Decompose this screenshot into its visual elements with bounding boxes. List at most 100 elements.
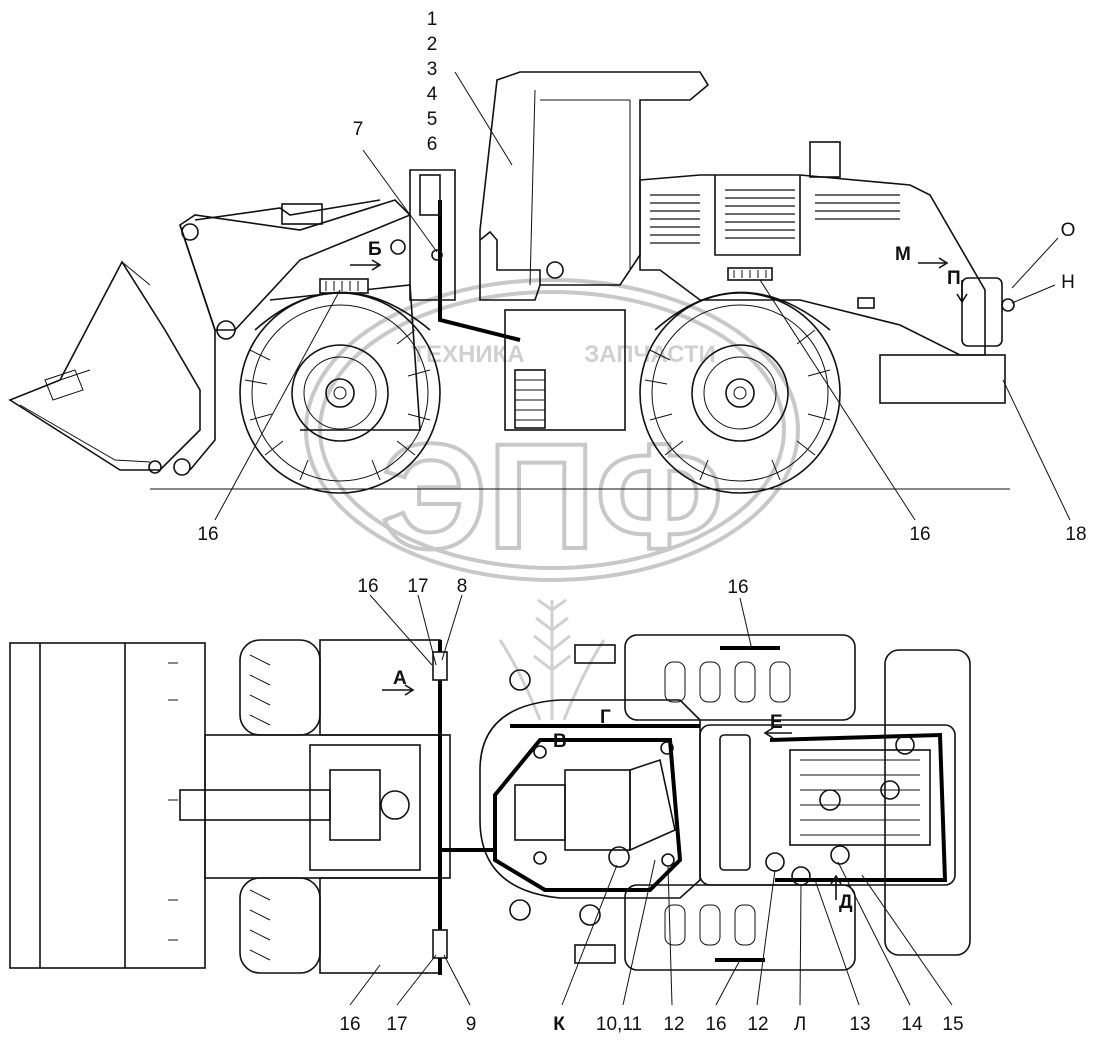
leader-bottom-12b: [756, 869, 776, 1006]
callout-6: 6: [427, 134, 438, 155]
mirror-right: [509, 899, 531, 921]
watermark: ЭПФ ТЕХНИКА ЗАПЧАСТИ: [304, 278, 800, 721]
front-tower: [409, 169, 456, 301]
cab-top: [479, 699, 701, 899]
pivot-pin: [216, 320, 236, 340]
arrow-a: [382, 684, 415, 696]
view-label-g: Г: [600, 707, 611, 728]
headlight-16-front: [319, 278, 369, 294]
leader-top-17: [417, 594, 437, 666]
leader-bottom-16a: [349, 964, 381, 1006]
callout-top-right-16: 16: [727, 577, 748, 598]
callout-7: 7: [353, 119, 364, 140]
rear-wheel: [639, 292, 841, 494]
arrow-e: [763, 727, 792, 739]
view-label-b: Б: [368, 239, 382, 260]
connector-7: [431, 249, 443, 261]
boom-cross: [309, 744, 421, 871]
leader-top-8: [441, 594, 463, 661]
leader-top-16: [369, 594, 433, 666]
side-badge: [857, 297, 875, 309]
top-view-labels: 16 17 8 16 А Г В Е Д 16 17 9 К 10,11 12 …: [339, 576, 963, 1035]
callout-bottom-14: 14: [901, 1014, 923, 1035]
center-box: [504, 309, 626, 431]
leader-bottom-17: [396, 954, 437, 1006]
cab-light-12: [661, 853, 675, 867]
callout-bottom-12b: 12: [747, 1014, 768, 1035]
engine-compartment: [699, 724, 956, 886]
view-label-d: Д: [839, 892, 853, 913]
component-7: [419, 174, 441, 216]
cab-marker-k: [608, 846, 630, 868]
leader-16-left: [214, 289, 341, 521]
callout-top-8: 8: [457, 576, 468, 597]
leader-7: [362, 149, 438, 253]
side-view-loader: [8, 71, 1071, 521]
cab-console: [629, 758, 676, 852]
front-left-tire: [239, 639, 321, 736]
pivot-pin: [148, 460, 162, 474]
cab-light-fl: [660, 741, 674, 755]
engine-harness: [769, 732, 948, 882]
front-right-tire: [239, 877, 321, 974]
headlight-grille: [325, 281, 359, 291]
callout-bottom-17: 17: [386, 1014, 407, 1035]
mirror-left: [509, 669, 531, 691]
marker-light-n: [1001, 298, 1015, 312]
leader-bottom-10-11: [622, 859, 656, 1006]
view-label-e: Е: [770, 712, 783, 733]
front-wheel: [239, 292, 441, 494]
control-block: [514, 784, 566, 841]
counterweight: [879, 354, 1006, 404]
callout-bottom-13: 13: [849, 1014, 870, 1035]
bucket-plate: [44, 369, 84, 401]
pivot-pin: [181, 223, 199, 241]
fender-windows: [664, 661, 791, 946]
cab-light-v: [533, 745, 547, 759]
front-pivot: [380, 790, 410, 820]
leader-n: [1011, 284, 1056, 304]
callout-bottom-15: 15: [942, 1014, 963, 1035]
step-left: [574, 644, 616, 664]
operator-seat: [564, 769, 631, 851]
callout-5: 5: [427, 109, 438, 130]
callout-4: 4: [427, 84, 438, 105]
callout-bottom-10-11: 10,11: [596, 1014, 642, 1035]
engine-hood: [639, 174, 986, 356]
cab-light: [546, 261, 564, 279]
watermark-company: ЭПФ: [381, 412, 724, 580]
boom-center-arm: [179, 789, 331, 821]
leader-18: [1002, 379, 1071, 521]
cab-frame: [529, 89, 631, 286]
lift-cylinder: [281, 203, 323, 225]
callout-16-side-right: 16: [909, 524, 930, 545]
cab-harness: [493, 738, 683, 892]
pivot-pin: [173, 458, 191, 476]
view-label-p: П: [947, 268, 961, 289]
callout-2: 2: [427, 34, 438, 55]
leader-bottom-l: [799, 884, 802, 1006]
leader-16-right: [759, 279, 916, 521]
callout-bottom-l: Л: [794, 1014, 806, 1035]
wiring-harness: [438, 200, 521, 342]
step-right: [574, 944, 616, 964]
mirror-marker: [579, 904, 601, 926]
bucket-detail: [19, 261, 151, 463]
sensor-12: [765, 852, 785, 872]
callout-3: 3: [427, 59, 438, 80]
sensor-l: [791, 866, 811, 886]
radiator: [719, 734, 751, 871]
leader-bottom-16b: [715, 959, 741, 1006]
callout-bottom-16b: 16: [705, 1014, 726, 1035]
arrow-p: [956, 280, 968, 304]
front-frame-top: [204, 734, 451, 879]
view-label-v: В: [553, 731, 567, 752]
leader-top-right-16: [739, 597, 753, 651]
callout-bottom-16a: 16: [339, 1014, 360, 1035]
engine-door: [714, 175, 801, 256]
leader-bottom-14: [837, 861, 911, 1006]
linkage: [179, 224, 216, 471]
callout-bottom-k: К: [553, 1014, 565, 1035]
callout-16-side-left: 16: [197, 524, 218, 545]
